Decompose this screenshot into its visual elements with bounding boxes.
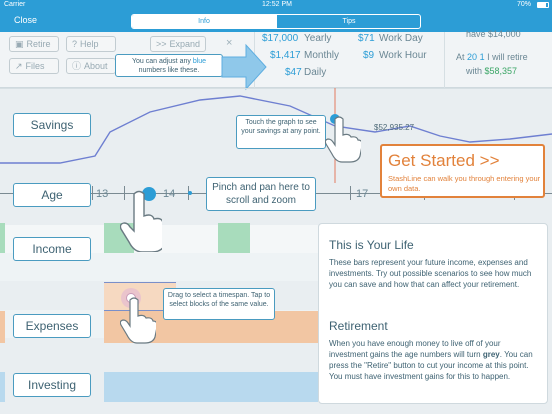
nav-bar: Close Info Tips xyxy=(0,11,552,32)
info-text-retirement: When you have enough money to live off o… xyxy=(329,339,533,381)
divider xyxy=(444,32,445,88)
have-text: have $14,000 xyxy=(466,29,521,39)
row-label-savings: Savings xyxy=(13,113,91,137)
row-label-income: Income xyxy=(13,237,91,261)
retire-age-text: At 20 1 I will retire xyxy=(456,52,528,62)
info-heading-life: This is Your Life xyxy=(329,238,414,252)
tip-blue-numbers: You can adjust any blue numbers like the… xyxy=(115,54,223,77)
tip-touch-graph: Touch the graph to see your savings at a… xyxy=(236,115,326,149)
income-bar[interactable] xyxy=(218,223,250,253)
battery-label: 70% xyxy=(517,1,532,8)
arrow-right-icon xyxy=(221,43,267,91)
retire-icon: ▣ xyxy=(15,39,24,49)
tip-pinch: Pinch and pan here to scroll and zoom xyxy=(206,177,316,211)
info-heading-retirement: Retirement xyxy=(329,319,388,333)
investing-bar[interactable] xyxy=(104,372,318,402)
age-tick-14: 14 xyxy=(163,188,176,200)
close-button[interactable]: Close xyxy=(14,15,38,25)
workday-label: Work Day xyxy=(379,33,423,44)
info-icon: ⓘ xyxy=(72,61,82,71)
expand-button[interactable]: >>Expand xyxy=(150,36,206,52)
workhour-label: Work Hour xyxy=(379,50,427,61)
tab-info[interactable]: Info xyxy=(132,15,276,28)
help-icon: ? xyxy=(72,39,78,49)
age-tick-13: 13 xyxy=(96,188,109,200)
retire-button[interactable]: ▣Retire xyxy=(9,36,59,52)
hand-pointer-icon xyxy=(120,190,162,252)
get-started-subtitle: StashLine can walk you through entering … xyxy=(388,174,541,193)
get-started-title: Get Started >> xyxy=(388,151,500,170)
row-label-expenses: Expenses xyxy=(13,314,91,338)
yearly-value[interactable]: $17,000 xyxy=(262,33,299,44)
tip-drag: Drag to select a timespan. Tap to select… xyxy=(163,288,275,320)
status-bar: Carrier 12:52 PM 70% xyxy=(0,0,552,11)
get-started-button[interactable]: Get Started >> StashLine can walk you th… xyxy=(380,144,545,198)
age-tick-17: 17 xyxy=(356,188,369,200)
yearly-label: Yearly xyxy=(304,33,332,44)
expense-bar[interactable] xyxy=(0,311,5,343)
files-button[interactable]: ↗Files xyxy=(9,58,59,74)
row-label-age: Age xyxy=(13,183,91,207)
daily-label: Daily xyxy=(304,67,327,78)
tab-segmented-control: Info Tips xyxy=(131,14,421,29)
retire-with-text: with $58,357 xyxy=(466,66,518,76)
investing-bar[interactable] xyxy=(0,372,5,402)
daily-value[interactable]: $47 xyxy=(285,67,302,78)
income-bar[interactable] xyxy=(0,223,5,253)
expand-icon: >> xyxy=(156,39,167,49)
graph-value-label: $52,935.27 xyxy=(374,123,415,132)
workhour-value[interactable]: $9 xyxy=(363,50,375,61)
status-time: 12:52 PM xyxy=(262,1,292,8)
carrier-label: Carrier xyxy=(4,1,26,8)
help-button[interactable]: ?Help xyxy=(66,36,116,52)
age-scrubber-dot[interactable] xyxy=(142,187,156,201)
close-icon[interactable]: × xyxy=(226,37,233,49)
battery-icon xyxy=(537,2,549,8)
monthly-label: Monthly xyxy=(304,50,340,61)
info-text-life: These bars represent your future income,… xyxy=(329,258,532,289)
monthly-value[interactable]: $1,417 xyxy=(270,50,301,61)
info-panel: This is Your Life These bars represent y… xyxy=(318,223,548,404)
hand-pointer-icon xyxy=(325,116,361,163)
tab-tips[interactable]: Tips xyxy=(276,15,420,28)
chart-icon: ↗ xyxy=(15,61,23,71)
row-label-investing: Investing xyxy=(13,373,91,397)
workday-value[interactable]: $71 xyxy=(358,33,375,44)
hand-pointer-icon xyxy=(120,297,156,344)
